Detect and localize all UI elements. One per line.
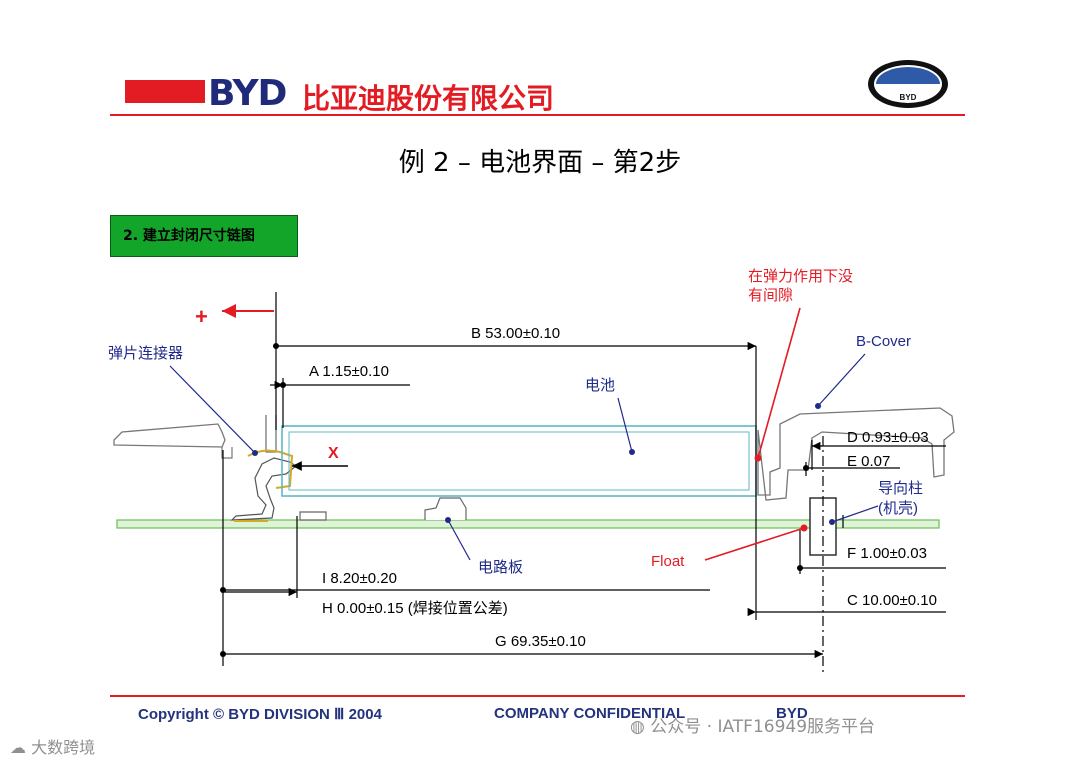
leader-lines [169, 353, 879, 561]
wechat-icon: ◍ [630, 717, 651, 737]
label-no-gap-1: 在弹力作用下没 [748, 268, 853, 285]
pcb-board [116, 519, 940, 529]
dim-c: C 10.00±0.10 [847, 592, 937, 609]
footer-copyright: Copyright © BYD DIVISION Ⅲ 2004 [138, 706, 382, 723]
footer-confidential: COMPANY CONFIDENTIAL [494, 705, 686, 722]
left-wall [265, 415, 277, 453]
dimension-lines [220, 292, 946, 666]
red-leaders [704, 307, 805, 561]
company-name: 比亚迪股份有限公司 [302, 82, 555, 115]
label-b-cover: B-Cover [856, 333, 911, 350]
guide-pin [809, 497, 837, 556]
byd-wordmark: BYD [208, 73, 287, 114]
pcb-pad [299, 511, 327, 521]
label-pcb: 电路板 [478, 558, 523, 576]
dim-a: A 1.15±0.10 [309, 363, 389, 380]
dim-d: D 0.93±0.03 [847, 429, 929, 446]
brand-red-bar [125, 80, 205, 103]
watermark-left: ☁ 大数跨境 [10, 738, 96, 757]
spring-connector-body [230, 457, 298, 521]
label-guide-pin-2: (机壳) [878, 500, 918, 517]
pcb-component [424, 497, 467, 520]
battery-outline [281, 425, 757, 497]
left-housing [113, 423, 226, 448]
plus-sign: + [195, 304, 208, 329]
header-divider [110, 114, 965, 116]
logo-text: BYD [900, 93, 917, 102]
step-label-box: 2. 建立封闭尺寸链图 [110, 215, 298, 257]
dim-b: B 53.00±0.10 [471, 325, 560, 342]
left-housing-tab [221, 447, 233, 459]
dim-i: I 8.20±0.20 [322, 570, 397, 587]
footer-divider [110, 695, 965, 697]
battery-inner [288, 431, 750, 491]
label-guide-pin-1: 导向柱 [878, 480, 923, 497]
logo-blue-half [876, 67, 940, 84]
label-no-gap-2: 有间隙 [748, 287, 793, 304]
dim-h: H 0.00±0.15 (焊接位置公差) [322, 600, 508, 617]
label-battery: 电池 [585, 377, 615, 394]
byd-logo: BYD [868, 60, 948, 108]
leader-dots [252, 403, 835, 525]
dim-e: E 0.07 [847, 453, 890, 470]
watermark-right: ◍ 公众号 · IATF16949服务平台 [630, 717, 876, 737]
dim-g: G 69.35±0.10 [495, 633, 586, 650]
label-float: Float [651, 553, 685, 570]
chat-bubble-icon: ☁ [10, 738, 32, 757]
x-mark: X [328, 445, 339, 462]
slide-title: 例 2 – 电池界面 – 第2步 [398, 148, 682, 178]
b-cover-shape [757, 407, 955, 501]
dim-f: F 1.00±0.03 [847, 545, 927, 562]
footer-right: BYD [776, 705, 808, 722]
label-spring-connector: 弹片连接器 [108, 345, 183, 362]
